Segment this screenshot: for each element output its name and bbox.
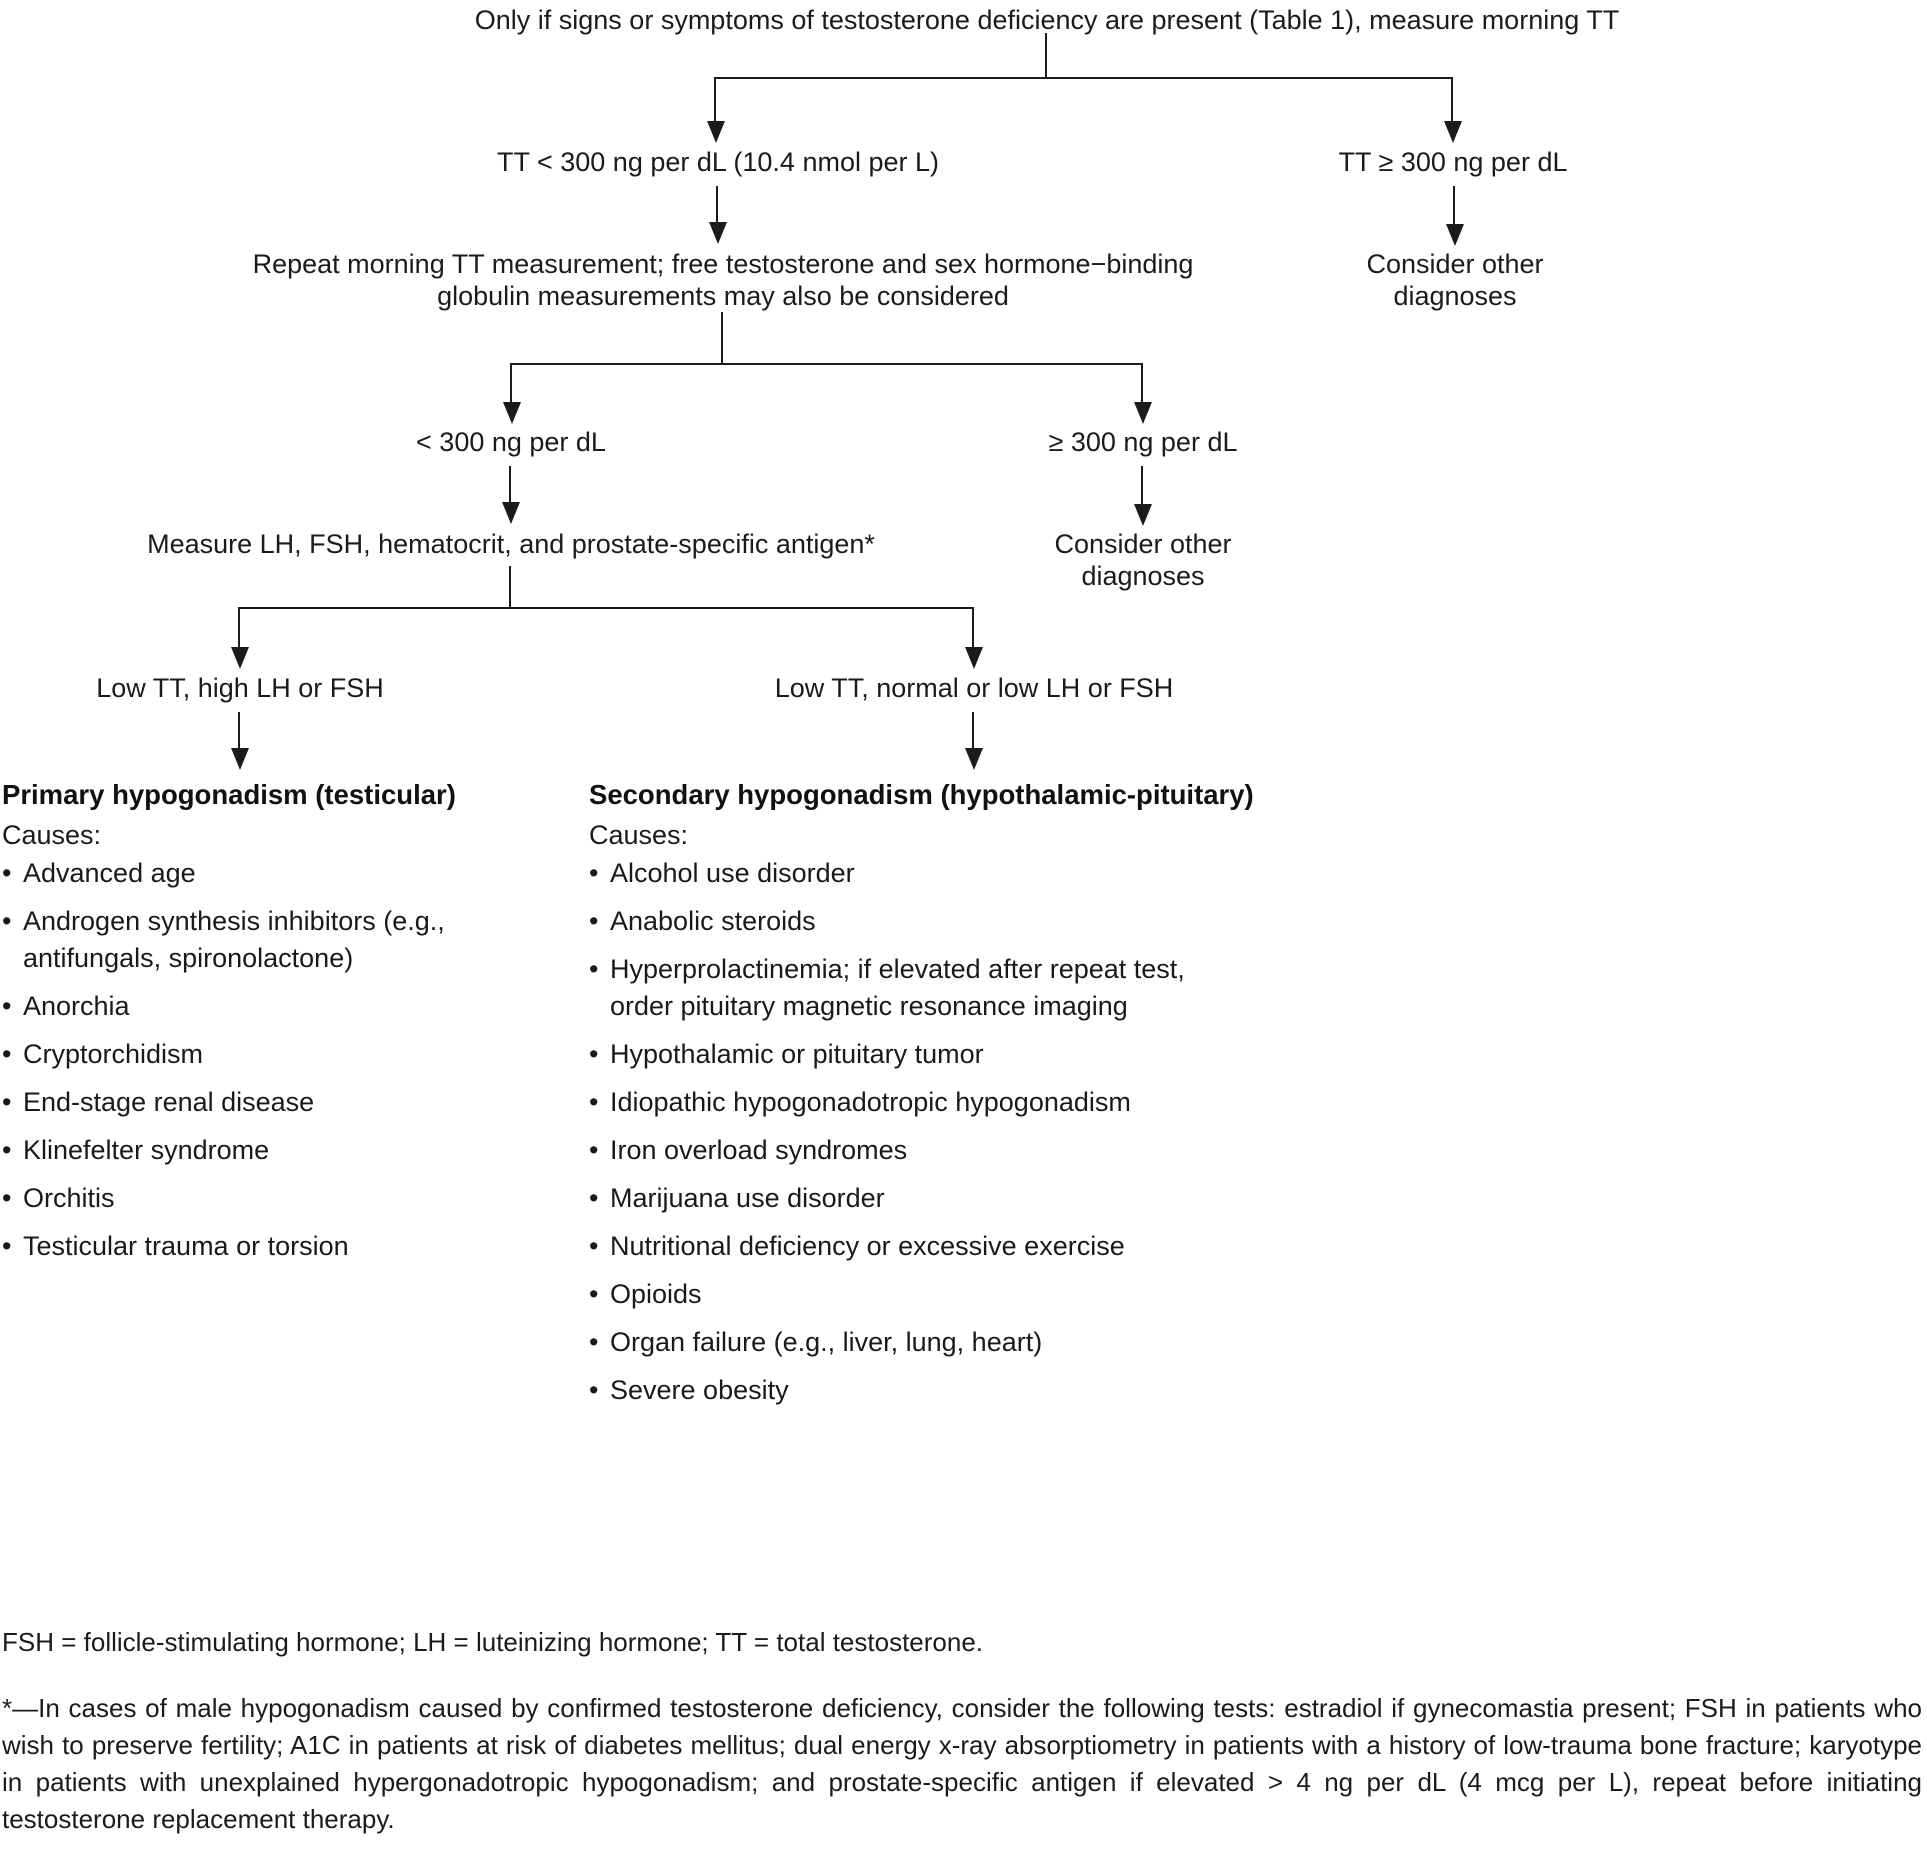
connector-l5right-down <box>972 712 974 754</box>
root-statement: Only if signs or symptoms of testosteron… <box>474 5 1620 35</box>
secondary-cause-item: Marijuana use disorder <box>589 1180 1209 1217</box>
level5-right-label: Low TT, normal or low LH or FSH <box>774 673 1174 703</box>
connector-l2-stem <box>721 312 723 364</box>
primary-column-causes-label: Causes: <box>2 820 102 850</box>
footnote-asterisk: *—In cases of male hypogonadism caused b… <box>2 1693 1922 1834</box>
level2-label-line1: Repeat morning TT measurement; free test… <box>252 249 1194 279</box>
connector-root-stem <box>1045 33 1047 78</box>
level2-label-line2: globulin measurements may also be consid… <box>437 281 1009 311</box>
connector-l4-split <box>238 607 974 609</box>
connector-l2-split <box>510 363 1143 365</box>
primary-cause-item: Cryptorchidism <box>2 1036 562 1073</box>
arrow-l3left-down <box>502 502 520 524</box>
secondary-cause-item: Organ failure (e.g., liver, lung, heart) <box>589 1324 1209 1361</box>
primary-cause-item: Testicular trauma or torsion <box>2 1228 562 1265</box>
secondary-column-causes-label: Causes: <box>589 820 689 850</box>
secondary-cause-item: Opioids <box>589 1276 1209 1313</box>
secondary-cause-item: Hypothalamic or pituitary tumor <box>589 1036 1209 1073</box>
secondary-cause-item: Severe obesity <box>589 1372 1209 1409</box>
secondary-cause-item: Hyperprolactinemia; if elevated after re… <box>589 951 1209 1025</box>
level3-right-outcome-line2: diagnoses <box>1081 561 1205 591</box>
connector-root-left-leg <box>714 77 716 125</box>
level1-right-outcome-line2: diagnoses <box>1393 281 1517 311</box>
connector-l3right-down <box>1141 466 1143 508</box>
primary-cause-item: Advanced age <box>2 855 562 892</box>
arrow-l1right-down <box>1446 224 1464 246</box>
arrow-l5right-down <box>965 748 983 770</box>
connector-l2-left-leg <box>510 363 512 406</box>
footnote-abbreviations: FSH = follicle-stimulating hormone; LH =… <box>2 1627 984 1657</box>
arrow-l4-left <box>231 647 249 669</box>
level3-right-outcome-line1: Consider other <box>1054 529 1232 559</box>
primary-cause-item: Androgen synthesis inhibitors (e.g., ant… <box>2 903 562 977</box>
connector-l4-left-leg <box>238 607 240 651</box>
level4-label: Measure LH, FSH, hematocrit, and prostat… <box>147 529 875 559</box>
connector-l5left-down <box>238 712 240 754</box>
secondary-cause-item: Anabolic steroids <box>589 903 1209 940</box>
arrow-l5left-down <box>231 748 249 770</box>
arrow-root-right <box>1444 121 1462 143</box>
connector-l2-right-leg <box>1141 363 1143 406</box>
connector-root-split <box>714 77 1453 79</box>
arrow-l1left-down <box>709 222 727 244</box>
secondary-causes-list: Alcohol use disorderAnabolic steroidsHyp… <box>589 855 1209 1420</box>
primary-cause-item: Klinefelter syndrome <box>2 1132 562 1169</box>
primary-cause-item: End-stage renal disease <box>2 1084 562 1121</box>
primary-cause-item: Orchitis <box>2 1180 562 1217</box>
connector-l3left-down <box>509 466 511 506</box>
level1-left-label: TT < 300 ng per dL (10.4 nmol per L) <box>496 147 940 177</box>
secondary-cause-item: Iron overload syndromes <box>589 1132 1209 1169</box>
arrow-l3right-down <box>1134 504 1152 526</box>
primary-causes-list: Advanced ageAndrogen synthesis inhibitor… <box>2 855 562 1276</box>
secondary-column-heading: Secondary hypogonadism (hypothalamic-pit… <box>589 779 1254 810</box>
level5-left-label: Low TT, high LH or FSH <box>96 673 384 703</box>
level1-right-outcome-line1: Consider other <box>1366 249 1544 279</box>
arrow-root-left <box>707 121 725 143</box>
secondary-cause-item: Alcohol use disorder <box>589 855 1209 892</box>
connector-l1right-down <box>1453 186 1455 228</box>
level3-right-label: ≥ 300 ng per dL <box>1048 427 1238 457</box>
connector-l4-stem <box>509 566 511 608</box>
secondary-cause-item: Nutritional deficiency or excessive exer… <box>589 1228 1209 1265</box>
arrow-l2-right <box>1134 402 1152 424</box>
arrow-l2-left <box>503 402 521 424</box>
level3-left-label: < 300 ng per dL <box>416 427 606 457</box>
primary-cause-item: Anorchia <box>2 988 562 1025</box>
secondary-cause-item: Idiopathic hypogonadotropic hypogonadism <box>589 1084 1209 1121</box>
connector-root-right-leg <box>1451 77 1453 125</box>
primary-column-heading: Primary hypogonadism (testicular) <box>2 779 456 810</box>
connector-l4-right-leg <box>972 607 974 651</box>
connector-l1left-down <box>716 186 718 226</box>
arrow-l4-right <box>965 647 983 669</box>
level1-right-label: TT ≥ 300 ng per dL <box>1338 147 1568 177</box>
